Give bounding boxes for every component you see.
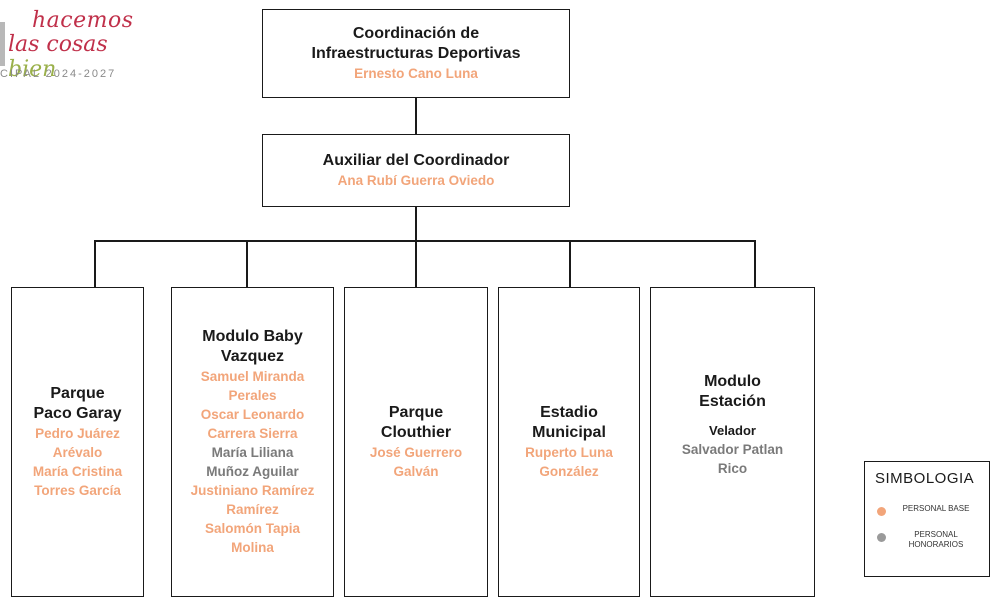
logo-period: CIPAL 2024-2027: [0, 68, 117, 80]
legend-dot-honorarios-icon: [877, 533, 886, 542]
clouthier-person-line: Galván: [393, 464, 439, 479]
estacion-person-line: Rico: [717, 461, 748, 476]
box-modulo-baby-vazquez: Modulo Baby Vazquez Samuel Miranda Peral…: [171, 287, 334, 597]
auxiliar-name: Ana Rubí Guerra Oviedo: [337, 173, 495, 188]
box-auxiliar: Auxiliar del Coordinador Ana Rubí Guerra…: [262, 134, 570, 207]
coordinacion-name: Ernesto Cano Luna: [354, 66, 478, 81]
box-parque-paco-garay: Parque Paco Garay Pedro Juárez Arévalo M…: [11, 287, 144, 597]
connector-aux-bus: [415, 207, 417, 241]
legend-dot-base-icon: [877, 507, 886, 516]
logo: hacemos las cosas bien CIPAL 2024-2027: [0, 8, 150, 88]
estacion-person-line: Salvador Patlan: [681, 442, 784, 457]
baby-person-line: María Liliana: [211, 445, 294, 460]
baby-title-2: Vazquez: [220, 348, 285, 365]
baby-person-line: Muñoz Aguilar: [206, 464, 299, 479]
coordinacion-title-2: Infraestructuras Deportivas: [311, 45, 521, 62]
paco-title-1: Parque: [50, 385, 105, 402]
connector-horizontal-bus: [94, 240, 756, 242]
legend-label-honorarios: PERSONAL HONORARIOS: [908, 530, 964, 549]
estadio-person-line: González: [539, 464, 599, 479]
baby-person-line: Ramírez: [226, 502, 279, 517]
logo-slogan-part-b: bien: [8, 57, 57, 82]
connector-top-aux: [415, 98, 417, 134]
connector-paco: [94, 240, 96, 287]
box-parque-clouthier: Parque Clouthier José Guerrero Galván: [344, 287, 488, 597]
paco-person-line: Arévalo: [52, 445, 103, 460]
coordinacion-title-1: Coordinación de: [352, 25, 480, 42]
connector-baby: [246, 240, 248, 287]
legend-label-base: PERSONAL BASE: [902, 504, 970, 513]
paco-person-line: Torres García: [34, 483, 121, 498]
estadio-person-line: Ruperto Luna: [525, 445, 613, 460]
legend-title: SIMBOLOGIA: [875, 470, 975, 487]
estacion-role: Velador: [709, 423, 756, 438]
logo-slogan-line1: hacemos: [32, 8, 134, 33]
estadio-title-1: Estadio: [540, 404, 598, 421]
clouthier-title-2: Clouthier: [380, 424, 452, 441]
box-estadio-municipal: Estadio Municipal Ruperto Luna González: [498, 287, 640, 597]
baby-person-line: Perales: [228, 388, 277, 403]
logo-slogan-line2: las cosas bien: [8, 32, 150, 82]
logo-bar: [0, 22, 5, 66]
connector-estacion: [754, 240, 756, 287]
auxiliar-title: Auxiliar del Coordinador: [322, 152, 510, 169]
paco-person-line: Pedro Juárez: [35, 426, 120, 441]
baby-title-1: Modulo Baby: [202, 328, 303, 345]
baby-person-line: Salomón Tapia: [204, 521, 300, 536]
connector-clouthier: [415, 240, 417, 287]
paco-title-2: Paco Garay: [33, 405, 122, 422]
legend-simbologia: SIMBOLOGIA PERSONAL BASE PERSONAL HONORA…: [864, 461, 990, 577]
estadio-title-2: Municipal: [532, 424, 606, 441]
paco-person-line: María Cristina: [32, 464, 123, 479]
box-modulo-estacion: Modulo Estación Velador Salvador Patlan …: [650, 287, 815, 597]
connector-estadio: [569, 240, 571, 287]
estacion-title-1: Modulo: [704, 373, 761, 390]
clouthier-person-line: José Guerrero: [369, 445, 463, 460]
baby-person-line: Oscar Leonardo: [200, 407, 305, 422]
clouthier-title-1: Parque: [388, 404, 444, 421]
baby-person-line: Molina: [231, 540, 274, 555]
box-coordinacion: Coordinación de Infraestructuras Deporti…: [262, 9, 570, 98]
baby-person-line: Justiniano Ramírez: [190, 483, 315, 498]
estacion-title-2: Estación: [699, 393, 766, 410]
baby-person-line: Carrera Sierra: [207, 426, 298, 441]
baby-person-line: Samuel Miranda: [200, 369, 305, 384]
logo-slogan-part-a: las cosas: [8, 32, 108, 57]
